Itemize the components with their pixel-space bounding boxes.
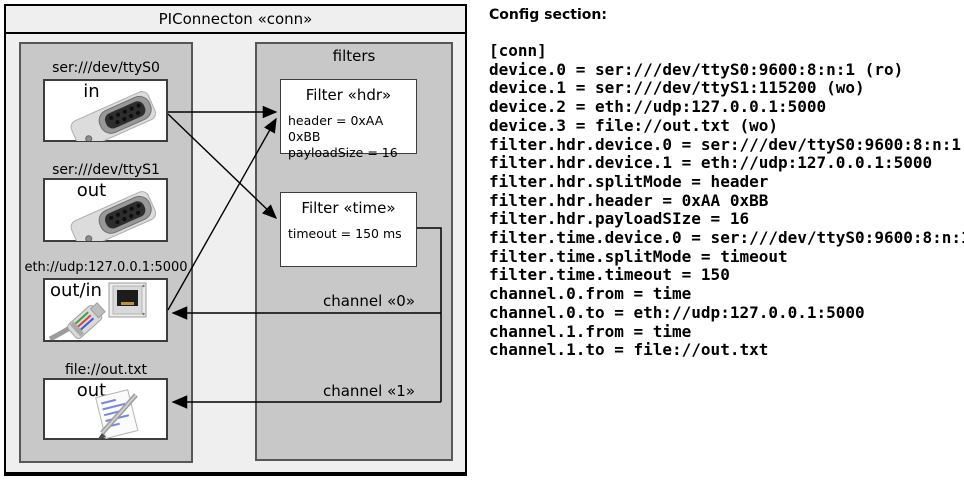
config-line: device.3 = file://out.txt (wo) [489,115,778,135]
device-label-ttys0: ser:///dev/ttyS0 [52,60,160,76]
device-box-ttys0: in [43,79,168,142]
serial-connector-icon [70,91,157,141]
config-line: channel.0.from = time [489,284,692,304]
device-direction: out/in [50,280,102,301]
channel-1-label: channel «1» [322,382,415,400]
filter-attribute: timeout = 150 ms [288,226,402,241]
device-box-ttys1: out [43,178,168,242]
filter-title: Filter «hdr» [305,86,392,104]
filter-attributes: header = 0xAA 0xBB payloadSize = 16 [288,113,416,161]
config-line: channel.0.to = eth://udp:127.0.0.1:5000 [489,302,865,322]
config-lines: [conn]device.0 = ser:///dev/ttyS0:9600:8… [489,41,964,360]
device-box-file: out [43,378,168,440]
filter-time-box: Filter «time» timeout = 150 ms [280,192,417,267]
config-line: filter.hdr.device.1 = eth://udp:127.0.0.… [489,153,933,173]
config-line: channel.1.to = file://out.txt [489,340,769,360]
filter-attribute: header = 0xAA 0xBB [288,113,384,144]
config-line: filter.hdr.device.0 = ser:///dev/ttyS0:9… [489,134,962,154]
config-line: [conn] [489,41,547,60]
filter-attribute: payloadSize = 16 [288,145,398,160]
device-label-file: file://out.txt [64,362,148,378]
config-line: device.2 = eth://udp:127.0.0.1:5000 [489,97,827,117]
device-direction: out [76,380,107,401]
ethernet-jack-icon [48,282,147,340]
filter-attributes: timeout = 150 ms [288,226,416,242]
serial-connector-icon [70,191,157,241]
filter-title: Filter «time» [301,199,396,217]
notepad-pen-icon [95,389,139,440]
panel-title: PIConnecton «conn» [6,6,465,34]
config-line: filter.hdr.splitMode = header [489,171,769,191]
device-label-ttys1: ser:///dev/ttyS1 [52,162,160,178]
config-line: filter.time.device.0 = ser:///dev/ttyS0:… [489,228,964,248]
channel-0-label: channel «0» [322,292,415,310]
piconnecton-panel: PIConnecton «conn» ser:///dev/ttyS0 in [4,4,467,476]
config-line: filter.hdr.payloadSIze = 16 [489,209,750,229]
config-heading: Config section: [489,7,607,23]
filters-group: filters Filter «hdr» header = 0xAA 0xBB … [255,42,453,461]
device-direction: out [76,180,107,201]
config-line: filter.time.timeout = 150 [489,265,730,285]
config-line: filter.hdr.header = 0xAA 0xBB [489,190,769,210]
config-line: device.1 = ser:///dev/ttyS1:115200 (wo) [489,78,865,98]
config-line: device.0 = ser:///dev/ttyS0:9600:8:n:1 (… [489,59,904,79]
device-label-eth: eth://udp:127.0.0.1:5000 [24,260,188,275]
device-box-eth: out/in [43,278,168,342]
filters-group-title: filters [332,47,376,65]
config-line: filter.time.splitMode = timeout [489,246,788,266]
devices-group: ser:///dev/ttyS0 in ser:///dev/ttyS1 [19,42,193,463]
config-line: channel.1.from = time [489,321,692,341]
device-direction: in [83,81,100,102]
filter-hdr-box: Filter «hdr» header = 0xAA 0xBB payloadS… [280,79,417,160]
